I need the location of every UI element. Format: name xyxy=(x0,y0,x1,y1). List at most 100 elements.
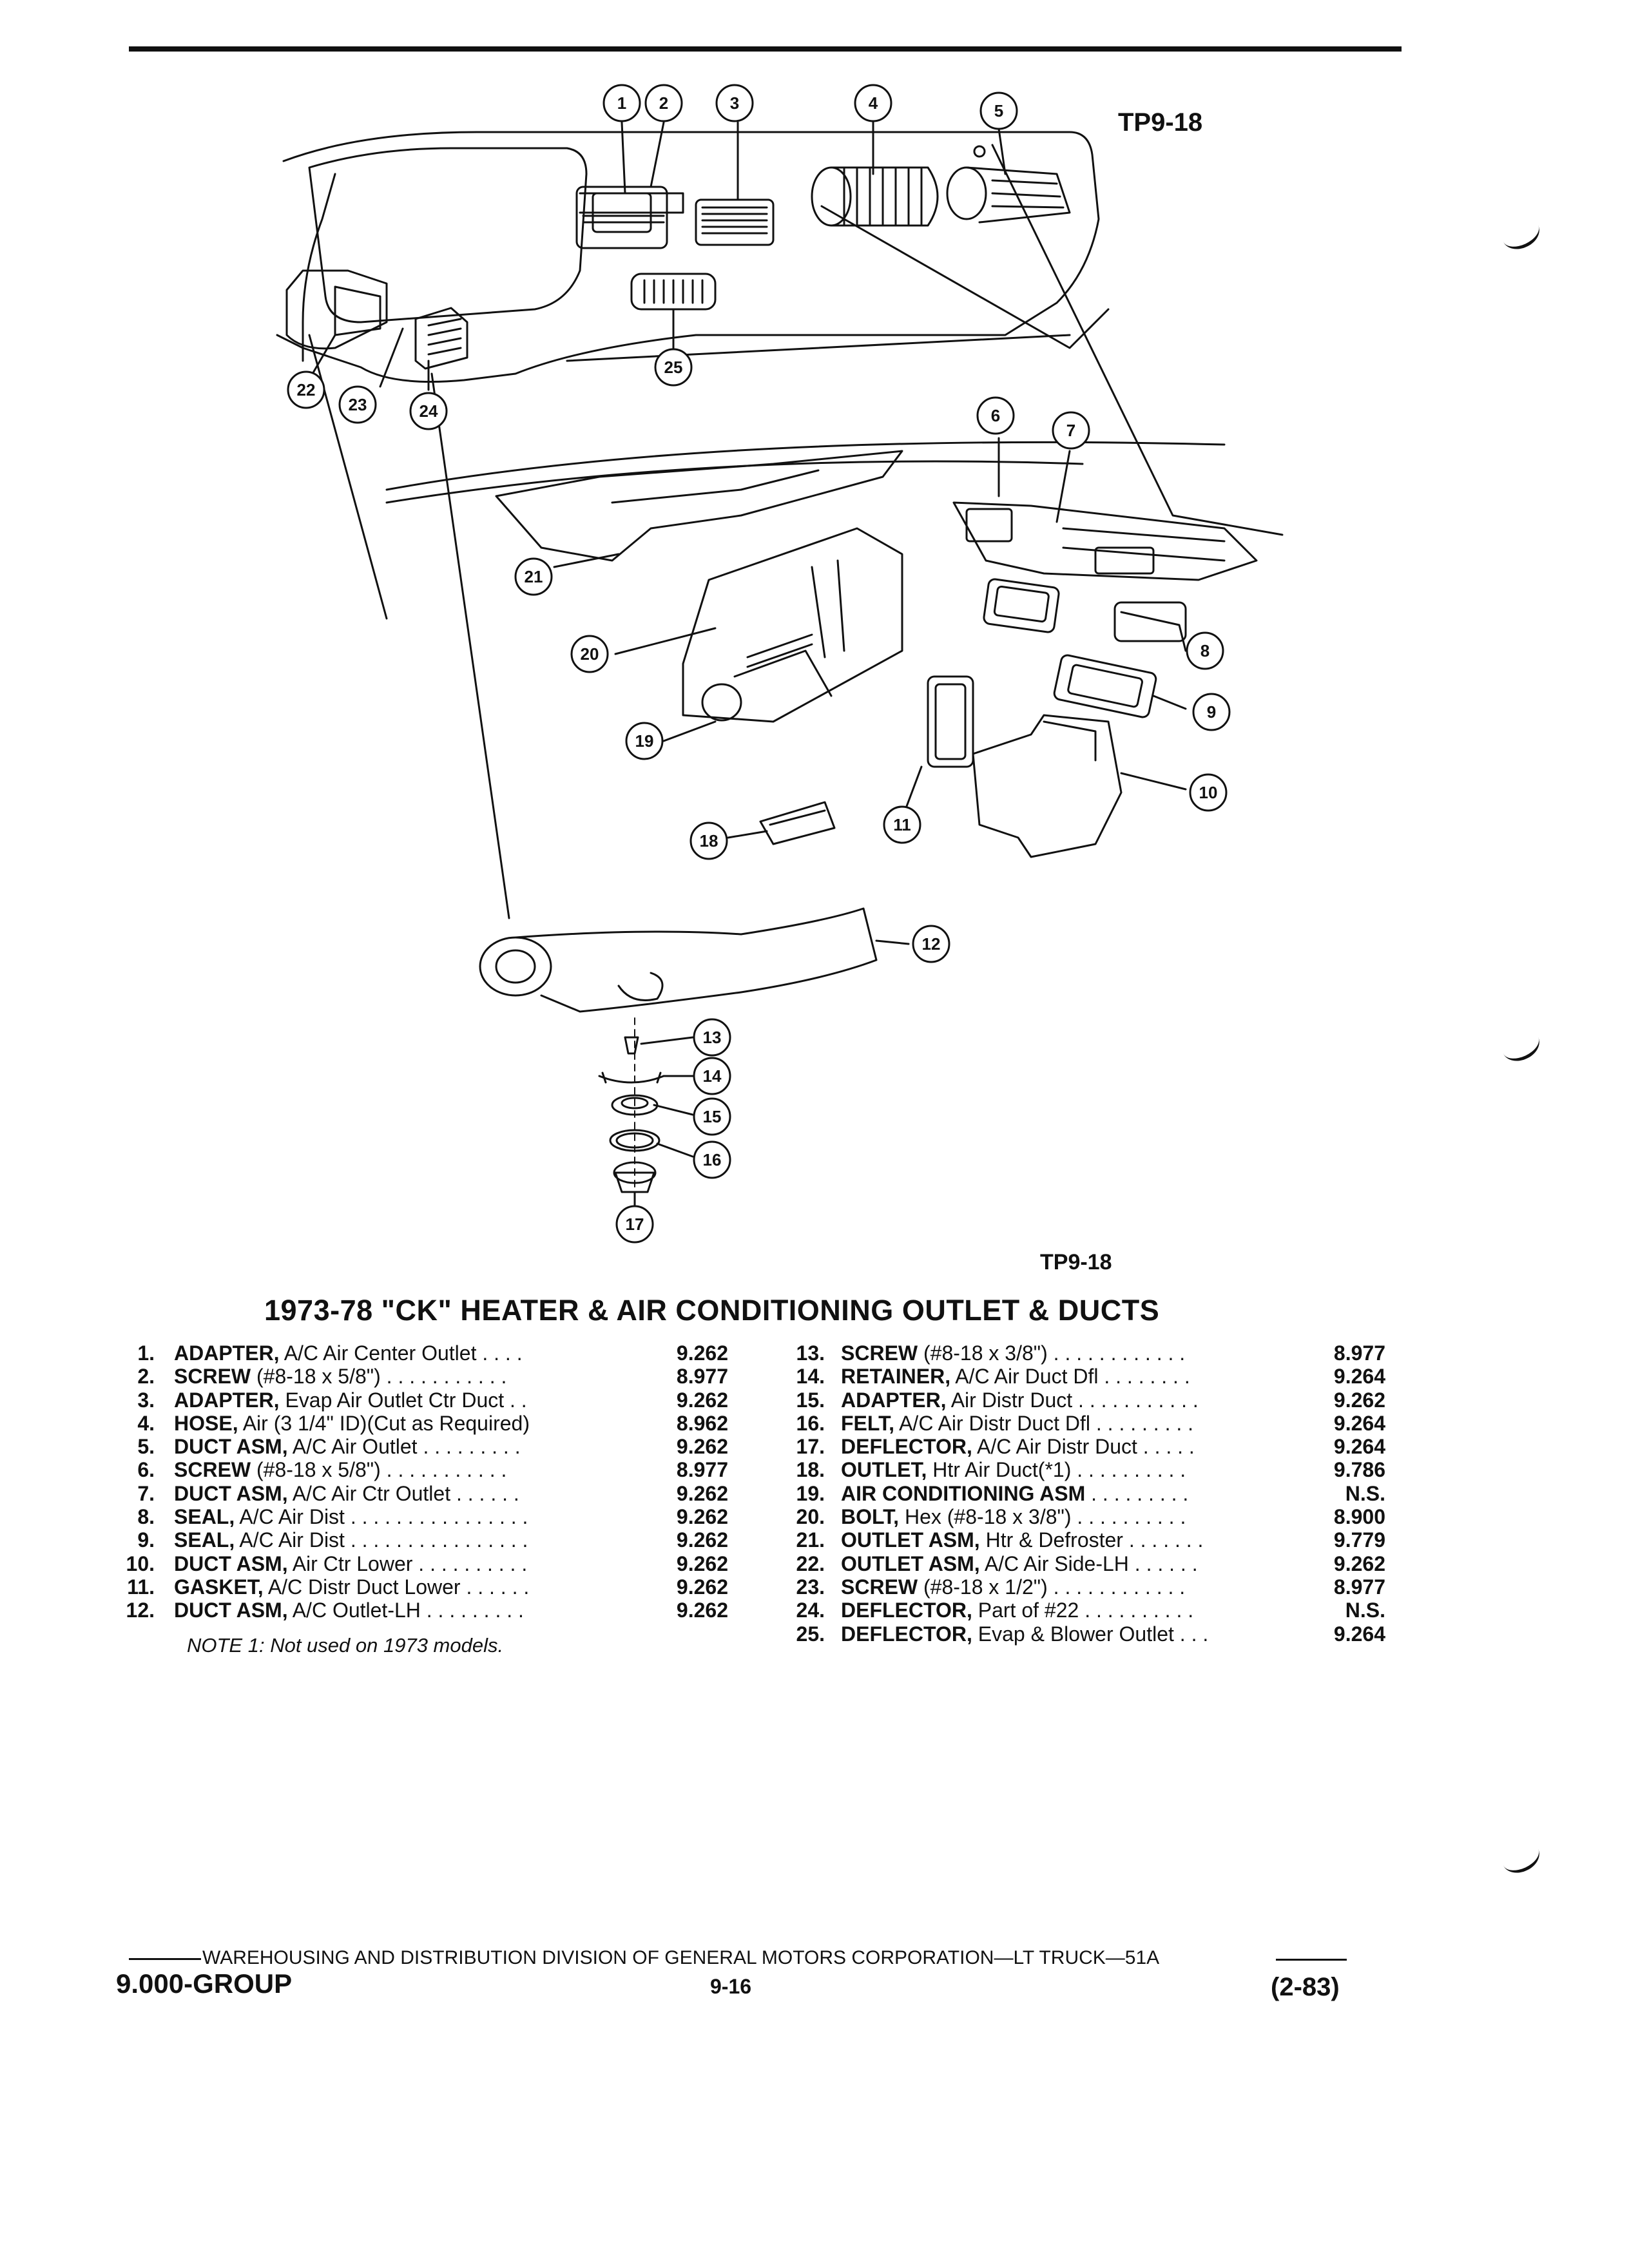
callout-7: 7 xyxy=(1052,411,1090,450)
part-number: 19. xyxy=(796,1481,825,1505)
part-number: 13. xyxy=(796,1341,825,1365)
part-description: SCREW (#8-18 x 1/2") . . . . . . . . . .… xyxy=(841,1575,1185,1599)
part-detail: A/C Distr Duct Lower . . . . . . xyxy=(263,1575,530,1599)
revision-date: (2-83) xyxy=(1271,1973,1340,2001)
callout-20: 20 xyxy=(570,635,609,673)
part-name: OUTLET ASM, xyxy=(841,1552,980,1575)
air-dist-seal-8 xyxy=(983,578,1060,633)
part-number: 12. xyxy=(126,1599,155,1622)
part-row: 16.FELT, A/C Air Distr Duct Dfl . . . . … xyxy=(780,1412,1385,1435)
part-number: 9. xyxy=(137,1528,155,1552)
svg-text:17: 17 xyxy=(626,1215,644,1234)
part-row: 19.AIR CONDITIONING ASM . . . . . . . . … xyxy=(780,1482,1385,1505)
part-detail: A/C Air Dist . . . . . . . . . . . . . .… xyxy=(235,1528,528,1552)
part-number: 2. xyxy=(137,1365,155,1389)
side-deflector xyxy=(414,307,468,370)
part-name: RETAINER, xyxy=(841,1365,951,1389)
svg-text:23: 23 xyxy=(349,395,367,414)
callout-group: 1 2 3 4 5 6 7 8 9 10 11 12 13 14 15 16 1… xyxy=(287,84,1231,1244)
part-row: 13. SCREW (#8-18 x 3/8") . . . . . . . . … xyxy=(780,1341,1385,1365)
callout-14: 14 xyxy=(693,1057,731,1095)
part-name: ADAPTER, xyxy=(841,1388,947,1412)
part-description: DEFLECTOR, Part of #22 . . . . . . . . .… xyxy=(841,1599,1193,1622)
part-group-code: 8.977 xyxy=(676,1458,728,1482)
part-name: DEFLECTOR, xyxy=(841,1622,972,1646)
part-description: DUCT ASM, A/C Air Outlet . . . . . . . .… xyxy=(174,1435,521,1458)
part-name: AIR CONDITIONING ASM xyxy=(841,1481,1086,1505)
ac-outlet-lh-duct xyxy=(479,936,552,997)
part-number: 3. xyxy=(137,1388,155,1412)
part-detail: A/C Air Ctr Outlet . . . . . . xyxy=(287,1481,519,1505)
part-name: BOLT, xyxy=(841,1505,900,1529)
exploded-parts-diagram: 1 2 3 4 5 6 7 8 9 10 11 12 13 14 15 16 1… xyxy=(276,84,1284,1244)
part-row: 24.DEFLECTOR, Part of #22 . . . . . . . … xyxy=(780,1599,1385,1622)
part-detail: (#8-18 x 5/8") . . . . . . . . . . . xyxy=(251,1458,507,1482)
defroster-outlet xyxy=(495,450,903,562)
part-group-code: 9.262 xyxy=(1333,1552,1385,1575)
callout-15: 15 xyxy=(693,1097,731,1136)
part-group-code: 9.262 xyxy=(676,1528,728,1552)
parts-list-right: 13. SCREW (#8-18 x 3/8") . . . . . . . . … xyxy=(780,1341,1385,1646)
part-detail: A/C Air Side-LH . . . . . . xyxy=(979,1552,1198,1575)
part-name: SCREW xyxy=(841,1575,918,1599)
part-group-code: 9.262 xyxy=(676,1575,728,1599)
part-group-code: 9.264 xyxy=(1333,1411,1385,1435)
part-group-code: 9.262 xyxy=(676,1388,728,1412)
svg-text:7: 7 xyxy=(1066,421,1075,440)
part-number: 25. xyxy=(796,1622,825,1646)
svg-text:18: 18 xyxy=(700,831,718,850)
part-row: 12.DUCT ASM, A/C Outlet-LH . . . . . . .… xyxy=(110,1599,728,1622)
svg-text:13: 13 xyxy=(703,1028,722,1047)
part-number: 17. xyxy=(796,1435,825,1459)
part-group-code: 9.786 xyxy=(1333,1458,1385,1482)
part-group-code: N.S. xyxy=(1345,1481,1385,1505)
air-dist-seal-9 xyxy=(1053,654,1157,718)
part-detail: A/C Air Outlet . . . . . . . . . xyxy=(287,1435,521,1459)
figure-code-bottom: TP9-18 xyxy=(1040,1250,1112,1274)
part-row: 14.RETAINER, A/C Air Duct Dfl . . . . . … xyxy=(780,1365,1385,1388)
part-row: 8.SEAL, A/C Air Dist . . . . . . . . . .… xyxy=(110,1505,728,1528)
part-detail: Air Ctr Lower . . . . . . . . . . xyxy=(287,1552,528,1575)
part-row: 4.HOSE, Air (3 1/4" ID)(Cut as Required)… xyxy=(110,1412,728,1435)
part-number: 11. xyxy=(127,1575,155,1599)
svg-text:20: 20 xyxy=(581,644,599,664)
part-name: SCREW xyxy=(174,1458,251,1482)
callout-13: 13 xyxy=(693,1018,731,1057)
distr-duct-gasket xyxy=(927,675,974,768)
svg-text:10: 10 xyxy=(1199,783,1218,802)
part-description: DEFLECTOR, Evap & Blower Outlet . . . xyxy=(841,1622,1208,1646)
part-detail: Part of #22 . . . . . . . . . . xyxy=(972,1599,1194,1622)
part-description: DUCT ASM, Air Ctr Lower . . . . . . . . … xyxy=(174,1552,527,1575)
air-dist-seal-8b xyxy=(1113,601,1187,642)
part-row: 6. SCREW (#8-18 x 5/8") . . . . . . . . .… xyxy=(110,1458,728,1481)
footer-dash-left xyxy=(129,1957,201,1960)
part-description: SCREW (#8-18 x 3/8") . . . . . . . . . .… xyxy=(841,1341,1185,1365)
callout-21: 21 xyxy=(514,557,553,596)
part-row: 20.BOLT, Hex (#8-18 x 3/8") . . . . . . … xyxy=(780,1505,1385,1528)
part-detail: A/C Air Center Outlet . . . . xyxy=(279,1341,523,1365)
part-description: SEAL, A/C Air Dist . . . . . . . . . . .… xyxy=(174,1505,528,1528)
part-number: 6. xyxy=(137,1458,155,1482)
part-row: 5.DUCT ASM, A/C Air Outlet . . . . . . .… xyxy=(110,1435,728,1458)
part-group-code: 9.779 xyxy=(1333,1528,1385,1552)
part-group-code: 9.264 xyxy=(1333,1435,1385,1459)
svg-text:12: 12 xyxy=(922,934,941,954)
part-name: GASKET, xyxy=(174,1575,264,1599)
part-row: 2.SCREW (#8-18 x 5/8") . . . . . . . . .… xyxy=(110,1365,728,1388)
callout-23: 23 xyxy=(338,385,377,424)
part-name: DUCT ASM, xyxy=(174,1435,288,1459)
part-name: ADAPTER, xyxy=(174,1341,280,1365)
callout-22: 22 xyxy=(287,370,325,409)
part-row: 9. SEAL, A/C Air Dist . . . . . . . . . .… xyxy=(110,1528,728,1552)
part-name: SCREW xyxy=(841,1341,918,1365)
part-number: 14. xyxy=(796,1365,825,1389)
part-group-code: 9.264 xyxy=(1333,1365,1385,1389)
callout-1: 1 xyxy=(602,84,641,122)
part-description: GASKET, A/C Distr Duct Lower . . . . . . xyxy=(174,1575,529,1599)
part-detail: A/C Air Dist . . . . . . . . . . . . . .… xyxy=(235,1505,528,1529)
part-number: 18. xyxy=(796,1458,825,1482)
footer-dash-right xyxy=(1276,1959,1347,1961)
part-description: FELT, A/C Air Distr Duct Dfl . . . . . .… xyxy=(841,1412,1193,1435)
page-number: 9-16 xyxy=(710,1975,752,1998)
part-name: SEAL, xyxy=(174,1528,235,1552)
